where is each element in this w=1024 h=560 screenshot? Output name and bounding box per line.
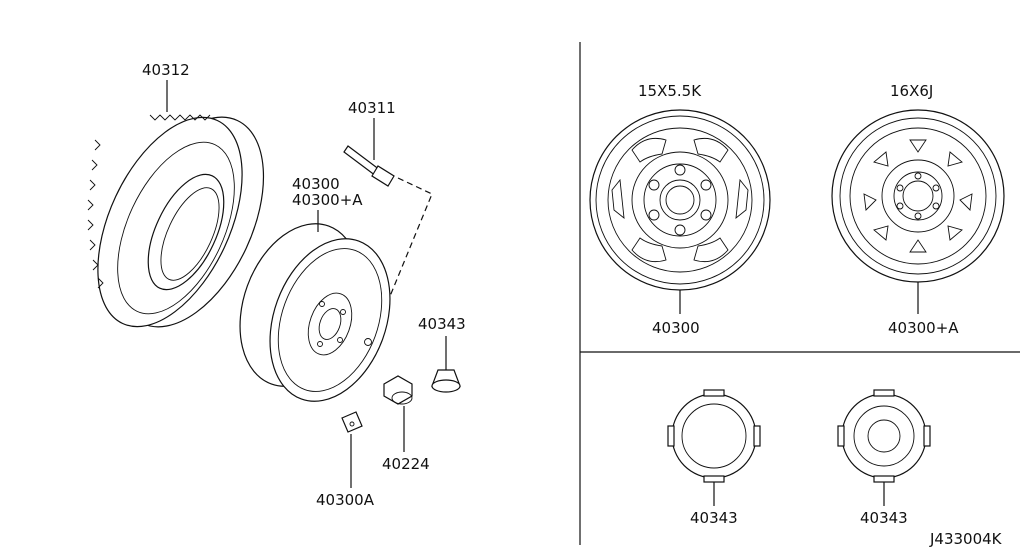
right-cap-part: 40343: [860, 509, 908, 527]
center-cap-right: [837, 389, 931, 483]
right-wheel-size: 16X6J: [890, 82, 933, 100]
valve-label: 40311: [348, 99, 396, 117]
center-cap-label: 40343: [418, 315, 466, 333]
tire-label: 40312: [142, 61, 190, 79]
wheel-label-1: 40300: [292, 175, 340, 193]
nut-label: 40224: [382, 455, 430, 473]
right-wheel-part: 40300+A: [888, 319, 959, 337]
steel-wheel-16x6j: [831, 109, 1005, 283]
reference-code: J433004K: [929, 530, 1003, 548]
weight-label: 40300A: [316, 491, 375, 509]
steel-wheel-15x5-5k: [589, 109, 771, 291]
wheel-nut: [383, 375, 413, 405]
wheel: [239, 223, 391, 402]
left-wheel-part: 40300: [652, 319, 700, 337]
left-cap-part: 40343: [690, 509, 738, 527]
center-cap-left: [667, 389, 761, 483]
balance-weight: [341, 411, 363, 433]
tire: [87, 114, 265, 328]
valve: [343, 145, 395, 187]
wheel-label-2: 40300+A: [292, 191, 363, 209]
left-wheel-size: 15X5.5K: [638, 82, 702, 100]
valve-dashed-line: [371, 177, 433, 341]
center-cap: [431, 369, 461, 393]
